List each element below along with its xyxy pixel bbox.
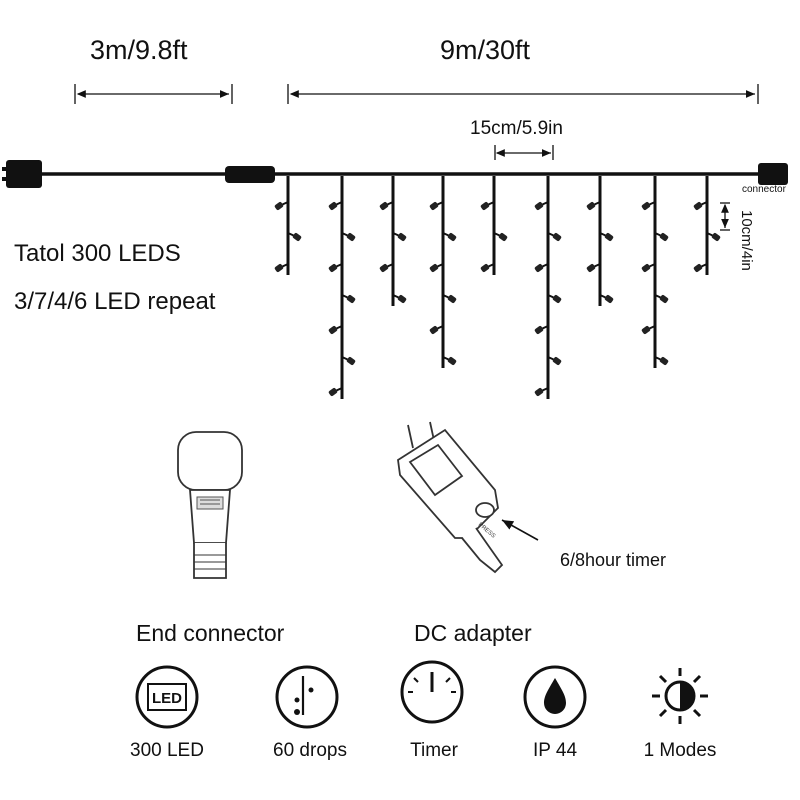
dimension-arrows [74,84,759,231]
product-name: Tatol 300 LEDS [14,240,181,267]
led-bulb [534,201,549,210]
led-bulb [480,201,495,210]
led-bulb [379,263,394,272]
led-bulb [599,232,614,241]
led-pattern: 3/7/4/6 LED repeat [14,288,216,315]
spec-label-modes: 1 Modes [643,740,717,761]
led-bulb [429,325,444,334]
main-cable [2,160,788,188]
lead-length-label: 3m/9.8ft [90,35,188,65]
led-bulb [328,201,343,210]
led-bulb [586,201,601,210]
drop-spacing-label: 15cm/5.9in [470,118,563,139]
led-icon: LED [135,665,199,729]
led-bulb [534,325,549,334]
led-bulb [341,356,356,365]
string-length-label: 9m/30ft [440,35,531,65]
drops-icon [275,665,339,729]
led-bulb [274,201,289,210]
led-bulb [641,325,656,334]
led-bulb [442,294,457,303]
timer-caption: 6/8hour timer [560,550,667,570]
led-bulb [693,201,708,210]
spec-label-timer: Timer [410,740,458,761]
led-bulb [480,263,495,272]
led-bulb [429,201,444,210]
led-bulb [586,263,601,272]
led-bulb [534,263,549,272]
led-bulb [547,294,562,303]
led-bulb [599,294,614,303]
spec-label-ip: IP 44 [532,740,578,761]
led-bulb [493,232,508,241]
led-bulb [392,232,407,241]
led-bulb [706,232,721,241]
icicle-drops [274,176,721,399]
spec-label-drops: 60 drops [273,740,347,761]
end-plug [758,163,788,185]
power-plug [6,160,42,188]
led-bulb [442,232,457,241]
led-bulb [534,387,549,396]
led-bulb [429,263,444,272]
led-bulb [693,263,708,272]
water-drop-icon [523,665,587,729]
timer-gauge-icon [400,660,464,724]
led-bulb [341,232,356,241]
led-bulb [654,232,669,241]
led-bulb [547,356,562,365]
led-bulb [328,263,343,272]
dc-adapter-caption: DC adapter [414,620,532,646]
led-bulb [392,294,407,303]
led-bulb [547,232,562,241]
dc-adapter-drawing: PRESS [397,421,504,574]
led-icon-text: LED [152,690,182,707]
led-bulb [641,263,656,272]
led-bulb [328,325,343,334]
led-bulb [287,232,302,241]
led-bulb [641,201,656,210]
end-connector-drawing [177,431,243,579]
inline-connector [225,166,275,183]
timer-arrow [501,519,539,541]
led-bulb [328,387,343,396]
spec-label-led: 300 LED [130,740,204,761]
end-connector-caption: End connector [136,620,285,646]
led-bulb [379,201,394,210]
connector-label: connector [742,184,786,195]
led-bulb [654,294,669,303]
led-bulb [341,294,356,303]
sun-mode-icon [652,668,708,724]
led-bulb [654,356,669,365]
led-bulb [442,356,457,365]
led-bulb [274,263,289,272]
